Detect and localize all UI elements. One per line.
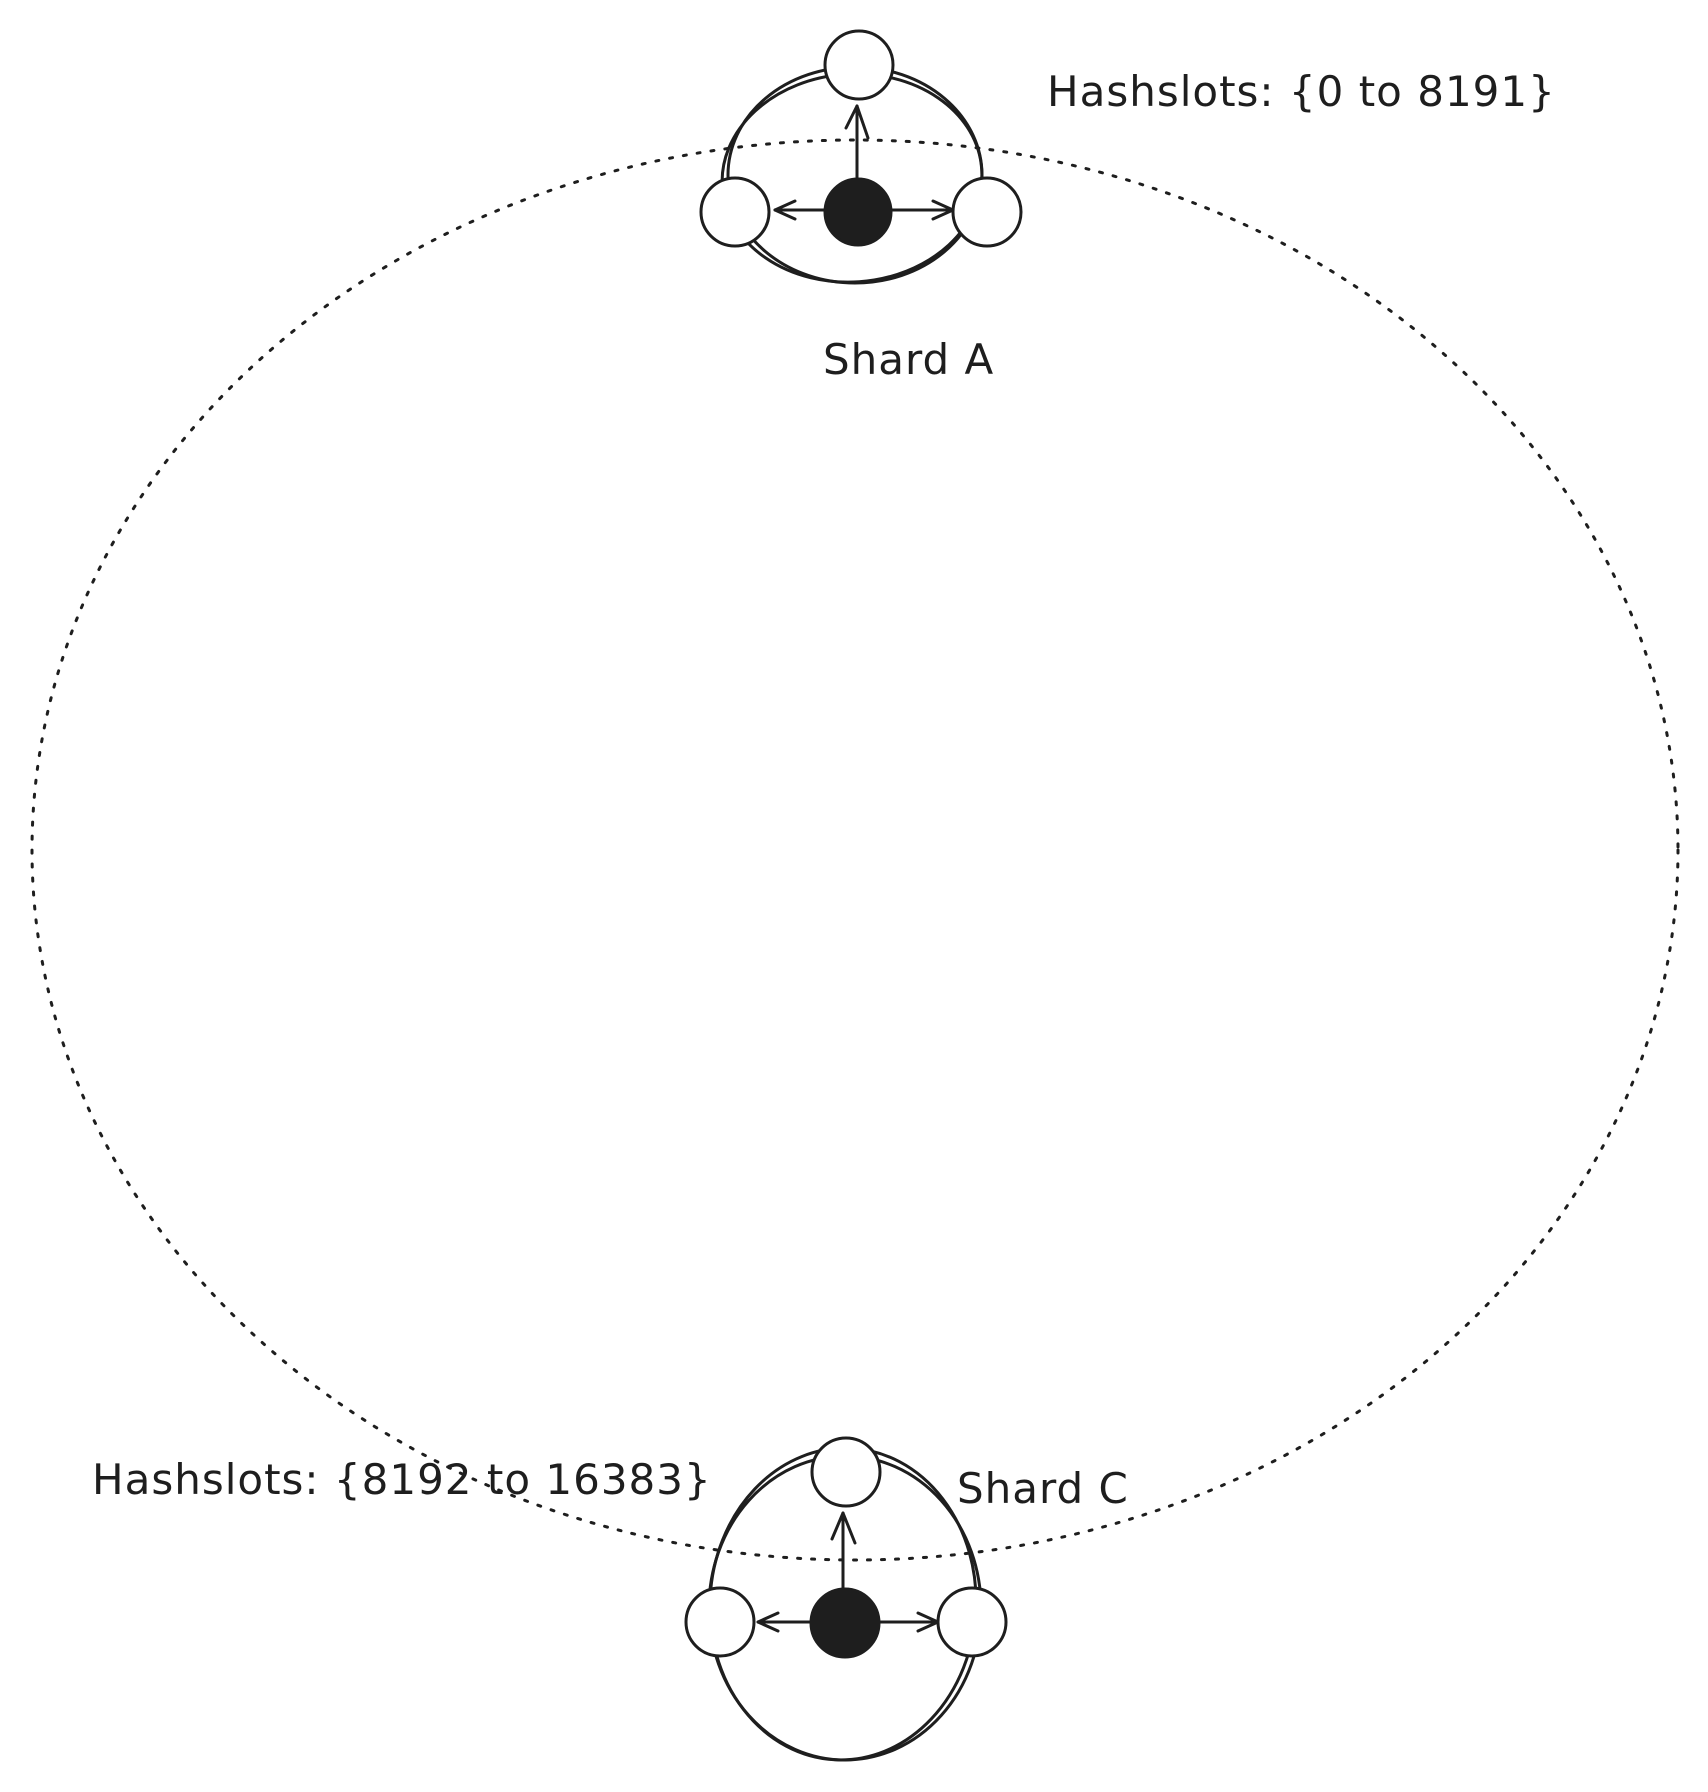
shard-c-replica-left xyxy=(684,1586,756,1658)
shard-c-primary-node xyxy=(809,1587,881,1659)
shard-c-hashslots: Hashslots: {8192 to 16383} xyxy=(92,1455,712,1504)
shard-c-arrowhead-left xyxy=(756,1611,780,1633)
shard-a-name: Shard A xyxy=(823,335,994,384)
shard-a-hashslots: Hashslots: {0 to 8191} xyxy=(1047,67,1556,116)
shard-a-arrowhead-up xyxy=(844,104,870,140)
shard-a-primary-node xyxy=(823,177,893,247)
shard-a-arrowhead-left xyxy=(773,199,797,221)
shard-c-replica-right xyxy=(936,1586,1008,1658)
shard-a-replica-right xyxy=(951,176,1023,248)
shard-c-replica-top xyxy=(810,1436,882,1508)
shard-c-name: Shard C xyxy=(957,1464,1129,1513)
shard-a-replica-left xyxy=(699,176,771,248)
cluster-ring xyxy=(30,138,1680,1562)
shard-a: Shard A Hashslots: {0 to 8191} xyxy=(699,29,1556,384)
shard-c: Shard C Hashslots: {8192 to 16383} xyxy=(92,1436,1129,1762)
shard-a-replica-top xyxy=(823,29,895,101)
shard-c-arrowhead-up xyxy=(830,1511,857,1545)
